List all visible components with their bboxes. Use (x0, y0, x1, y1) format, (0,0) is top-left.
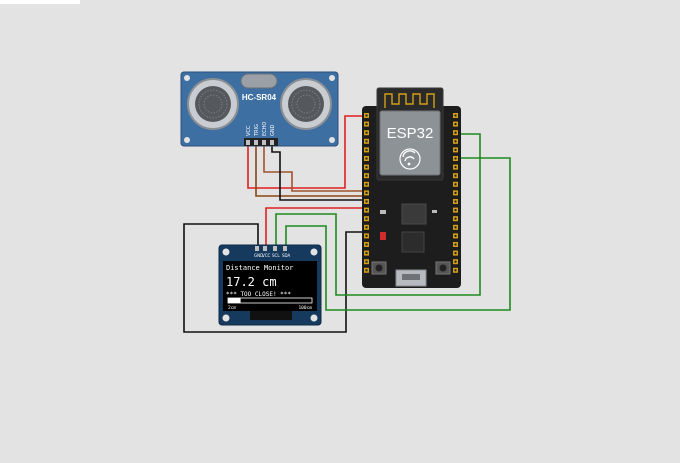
esp32-pin-hole-right-5 (454, 148, 457, 151)
oled-status-text: *** TOO CLOSE! *** (226, 291, 291, 298)
usb-uart-chip (401, 203, 427, 225)
oled-distance-bar-fill (228, 298, 241, 303)
esp32-pin-hole-left-13 (365, 217, 368, 220)
oled-bar-max-label: 100cm (298, 305, 312, 311)
esp32-pin-hole-left-19 (365, 269, 368, 272)
wire-oled-scl[interactable] (275, 133, 481, 296)
esp32-pin-hole-right-11 (454, 200, 457, 203)
oled-module[interactable]: GND VCC SCL SDA Distance Monitor 17.2 cm… (218, 244, 322, 326)
esp32-pin-hole-left-9 (365, 183, 368, 186)
esp32-pin-hole-right-2 (454, 123, 457, 126)
power-led (380, 232, 386, 240)
oled-flex-cable (250, 311, 292, 320)
sensor-label: HC-SR04 (242, 93, 277, 102)
esp32-pin-hole-left-5 (365, 148, 368, 151)
esp32-pin-hole-right-18 (454, 260, 457, 263)
esp32-pin-hole-right-12 (454, 209, 457, 212)
esp32-pin-hole-left-6 (365, 157, 368, 160)
wire-sensor-gnd[interactable] (271, 142, 365, 201)
oled-header-pins (255, 246, 287, 251)
sensor-pin-label-gnd: GND (270, 124, 276, 136)
esp32-right-pins (453, 113, 458, 273)
oled-pin-label-sda: SDA (282, 253, 291, 258)
antenna-trace (384, 93, 435, 108)
esp32-pin-hole-left-3 (365, 131, 368, 134)
hc-sr04-sensor[interactable]: HC-SR04 VCC TRIG ECHO GND (180, 71, 339, 147)
esp32-pin-hole-left-15 (365, 234, 368, 237)
wire-oled-gnd[interactable] (183, 223, 365, 333)
micro-usb-port (395, 269, 427, 287)
esp32-pin-hole-left-11 (365, 200, 368, 203)
esp32-pin-hole-left-10 (365, 191, 368, 194)
smd-capacitor (432, 210, 437, 213)
en-button[interactable] (371, 261, 387, 275)
esp32-pin-hole-right-14 (454, 226, 457, 229)
esp32-pin-hole-right-15 (454, 234, 457, 237)
esp32-pin-hole-left-8 (365, 174, 368, 177)
transducer-left-icon (187, 78, 239, 130)
boot-button[interactable] (435, 261, 451, 275)
esp32-pin-hole-right-16 (454, 243, 457, 246)
sensor-pin-label-vcc: VCC (246, 125, 252, 136)
wires (183, 115, 511, 333)
esp32-pin-hole-left-18 (365, 260, 368, 263)
esp32-pin-hole-right-13 (454, 217, 457, 220)
wire-oled-sda[interactable] (285, 157, 511, 311)
oled-title-text: Distance Monitor (226, 264, 293, 272)
esp32-pin-hole-right-6 (454, 157, 457, 160)
transducer-right-icon (280, 78, 332, 130)
wire-sensor-echo[interactable] (263, 142, 365, 192)
esp32-pin-hole-right-7 (454, 166, 457, 169)
esp32-pin-hole-right-1 (454, 114, 457, 117)
sensor-pin-label-trig: TRIG (254, 124, 260, 137)
esp32-pin-hole-right-3 (454, 131, 457, 134)
regulator-chip (401, 231, 425, 253)
esp32-pin-hole-right-4 (454, 140, 457, 143)
wire-sensor-trig[interactable] (255, 142, 365, 197)
esp32-pin-hole-left-14 (365, 226, 368, 229)
esp32-pin-hole-left-1 (365, 114, 368, 117)
oled-distance-bar (227, 297, 313, 304)
esp32-pin-hole-left-12 (365, 209, 368, 212)
esp32-pin-hole-right-10 (454, 191, 457, 194)
wire-oled-vcc[interactable] (265, 207, 365, 250)
canvas-top-strip (0, 0, 80, 4)
espressif-logo-icon (399, 148, 421, 170)
smd-resistor (380, 210, 386, 214)
oled-bar-min-label: 2cm (228, 305, 236, 311)
esp32-left-pins (364, 113, 369, 273)
esp32-pin-hole-left-17 (365, 252, 368, 255)
esp32-pin-hole-right-8 (454, 174, 457, 177)
esp32-board[interactable]: ESP32 (362, 87, 461, 288)
wire-sensor-vcc[interactable] (247, 115, 378, 189)
oled-pin-label-vcc: VCC (262, 253, 271, 258)
sensor-header-pins (244, 138, 278, 146)
oled-pin-label-scl: SCL (272, 253, 280, 258)
esp32-pin-hole-right-9 (454, 183, 457, 186)
oled-pin-label-gnd: GND (254, 253, 263, 258)
esp32-pin-hole-left-16 (365, 243, 368, 246)
esp32-pin-hole-right-19 (454, 269, 457, 272)
esp32-label: ESP32 (387, 125, 434, 142)
sensor-pin-label-echo: ECHO (262, 122, 268, 136)
oled-reading-text: 17.2 cm (226, 275, 277, 289)
esp32-pin-hole-left-4 (365, 140, 368, 143)
esp32-pin-hole-left-7 (365, 166, 368, 169)
esp32-pin-hole-right-17 (454, 252, 457, 255)
esp32-pin-hole-left-2 (365, 123, 368, 126)
